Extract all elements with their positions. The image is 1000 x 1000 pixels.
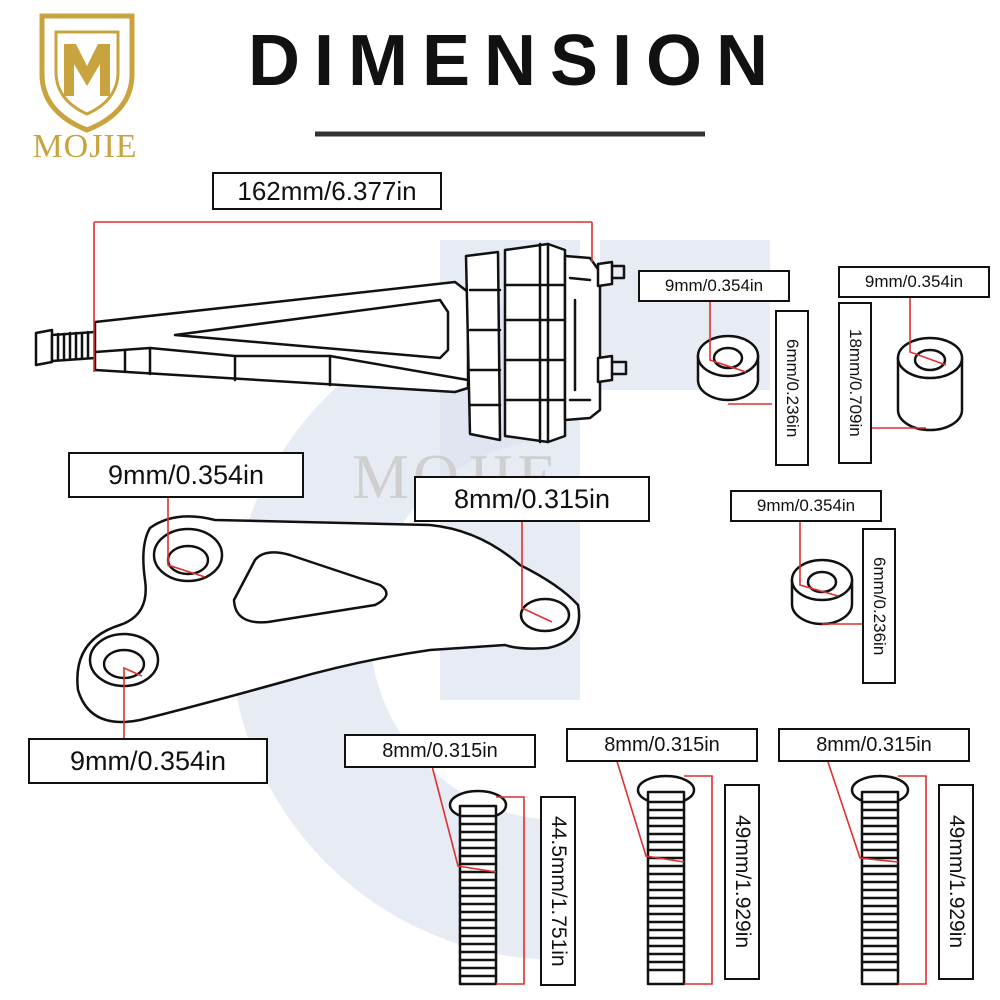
bolt3-diameter-label: 8mm/0.315in <box>778 728 970 762</box>
dim-bracket-hole-top <box>167 498 206 578</box>
bracket-hole-top-label: 9mm/0.354in <box>68 452 304 498</box>
bracket <box>76 515 581 724</box>
spacer1-height-label: 6mm/0.236in <box>775 310 809 466</box>
dim-bracket-hole-right <box>521 520 553 623</box>
bolt2-diameter-label: 8mm/0.315in <box>566 728 758 762</box>
bolt1-length-label: 44.5mm/1.751in <box>540 796 576 986</box>
dim-bolt1-diameter <box>431 765 497 873</box>
bolt1-diameter-label: 8mm/0.315in <box>344 734 536 768</box>
spacer3-diameter-label: 9mm/0.354in <box>730 490 882 522</box>
bolt3-length-label: 49mm/1.929in <box>938 784 974 980</box>
dim-bolt1-length <box>496 796 525 985</box>
bracket-hole-bottom-label: 9mm/0.354in <box>28 738 268 784</box>
spacer-2 <box>896 336 964 432</box>
mount-arm-slot <box>173 298 450 360</box>
spacer2-diameter-label: 9mm/0.354in <box>838 266 990 298</box>
spacer-1 <box>696 334 760 402</box>
dim-bolt2-diameter <box>615 757 685 863</box>
bracket-outline <box>76 515 581 724</box>
mojie-logo-icon <box>39 13 135 133</box>
dim-spacer3-diameter <box>799 520 839 597</box>
dim-spacer1-diameter <box>709 302 747 373</box>
page-title: DIMENSION <box>247 21 783 101</box>
logo-text: MOJIE <box>32 128 138 165</box>
bracket-hole-top-outer <box>152 527 224 583</box>
bracket-cutout <box>232 551 388 624</box>
dim-spacer2-diameter <box>909 296 947 366</box>
mount-stud-bottom <box>596 354 614 384</box>
spacer-3 <box>790 558 854 626</box>
title-underline <box>315 131 705 137</box>
spacer1-diameter-label: 9mm/0.354in <box>638 270 790 302</box>
bolt-1 <box>448 789 508 986</box>
mount-stud-top <box>596 260 614 288</box>
damper-mount <box>34 242 628 444</box>
dim-bolt2-length <box>684 775 713 985</box>
bracket-hole-right-label: 8mm/0.315in <box>414 476 650 522</box>
watermark-c-shape <box>229 299 560 960</box>
dim-bracket-hole-bottom <box>123 666 143 740</box>
mount-length-label: 162mm/6.377in <box>212 172 442 210</box>
dim-mount-length <box>93 221 593 372</box>
spacer2-height-label: 18mm/0.709in <box>838 302 872 464</box>
dim-bolt3-diameter <box>827 761 899 863</box>
bolt2-length-label: 49mm/1.929in <box>724 784 760 980</box>
bracket-hole-right <box>519 597 571 633</box>
dim-bolt3-length <box>898 775 927 985</box>
mount-clamp-outer <box>464 250 502 442</box>
bolt-3 <box>850 774 910 986</box>
bolt-2 <box>636 774 696 986</box>
spacer3-height-label: 6mm/0.236in <box>862 528 896 684</box>
